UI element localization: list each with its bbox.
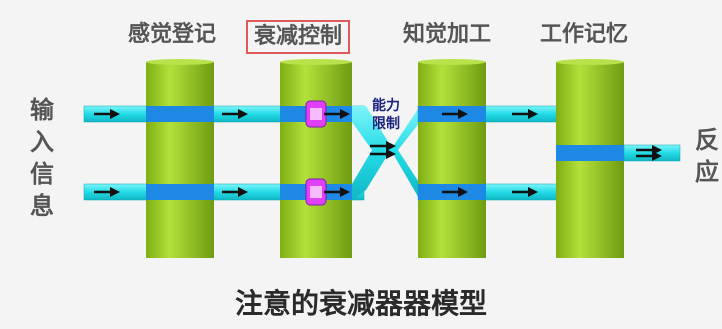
input-label-char: 息 [30,192,54,220]
attenuator-icon [305,178,327,206]
output-label-char: 反 [695,126,719,154]
diagram-caption: 注意的衰减器器模型 [234,287,487,320]
input-label-char: 输 [30,96,54,124]
capacity-label-line1: 能力 [372,97,400,114]
attenuator-icon [305,100,327,128]
stage-label-perceptual-processing: 知觉加工 [403,22,492,47]
capacity-label-line2: 限制 [372,115,400,132]
column-perceptual-processing [418,59,486,258]
stage-label-sensory-register: 感觉登记 [128,22,217,47]
input-label-char: 信 [30,160,54,188]
output-label: 反 应 [693,124,721,188]
stage-label-working-memory: 工作记忆 [540,22,629,47]
stage-label-attenuation-control: 衰减控制 [246,20,351,54]
input-label-char: 入 [30,128,54,156]
column-attenuation-control [280,59,352,258]
column-sensory-register [146,59,214,258]
input-label: 输 入 信 息 [28,94,56,222]
output-label-char: 应 [695,158,719,186]
